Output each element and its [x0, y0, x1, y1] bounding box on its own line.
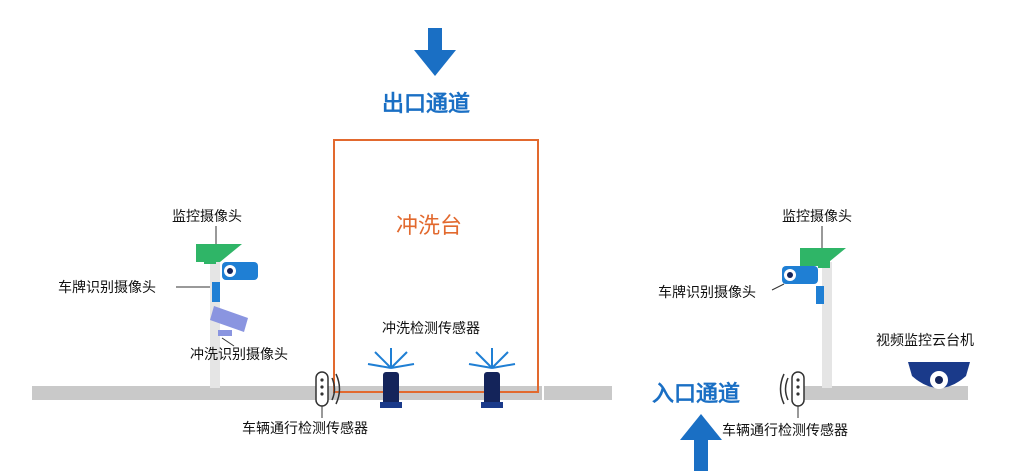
right-pole	[822, 262, 832, 388]
right-monitor-camera-label: 监控摄像头	[782, 209, 852, 225]
left-pole	[210, 262, 220, 388]
wash-sprinkler-left-icon	[367, 348, 415, 408]
left-wash-camera-icon	[210, 306, 248, 336]
left-vehicle-sensor-label: 车辆通行检测传感器	[242, 421, 368, 437]
left-monitor-camera-icon	[196, 244, 242, 264]
right-plate-camera-icon	[782, 266, 824, 304]
ptz-dome-camera-icon	[908, 362, 970, 389]
wash-station-box	[333, 139, 539, 393]
right-ground	[800, 386, 968, 400]
wash-station-label: 冲洗台	[396, 214, 463, 239]
ptz-camera-label: 视频监控云台机	[876, 333, 974, 349]
right-of-wash-ground	[544, 386, 612, 400]
left-ground	[32, 386, 332, 400]
wash-sprinkler-right-icon	[468, 348, 516, 408]
exit-channel-label: 出口通道	[382, 92, 471, 117]
left-wash-camera-label: 冲洗识别摄像头	[190, 347, 288, 363]
right-plate-camera-label: 车牌识别摄像头	[658, 285, 756, 301]
exit-arrow-icon	[414, 28, 456, 76]
leader-left-wash	[221, 337, 235, 347]
entry-channel-label: 入口通道	[652, 382, 741, 407]
right-vehicle-sensor-label: 车辆通行检测传感器	[722, 423, 848, 439]
left-monitor-camera-label: 监控摄像头	[172, 209, 242, 225]
right-vehicle-sensor-icon	[779, 371, 805, 407]
wash-sensor-label: 冲洗检测传感器	[382, 321, 480, 337]
left-plate-camera-icon	[212, 262, 258, 302]
leader-right-plate	[771, 283, 785, 291]
entry-arrow-icon	[680, 414, 722, 471]
right-monitor-camera-icon	[800, 248, 846, 268]
left-plate-camera-label: 车牌识别摄像头	[58, 280, 156, 296]
